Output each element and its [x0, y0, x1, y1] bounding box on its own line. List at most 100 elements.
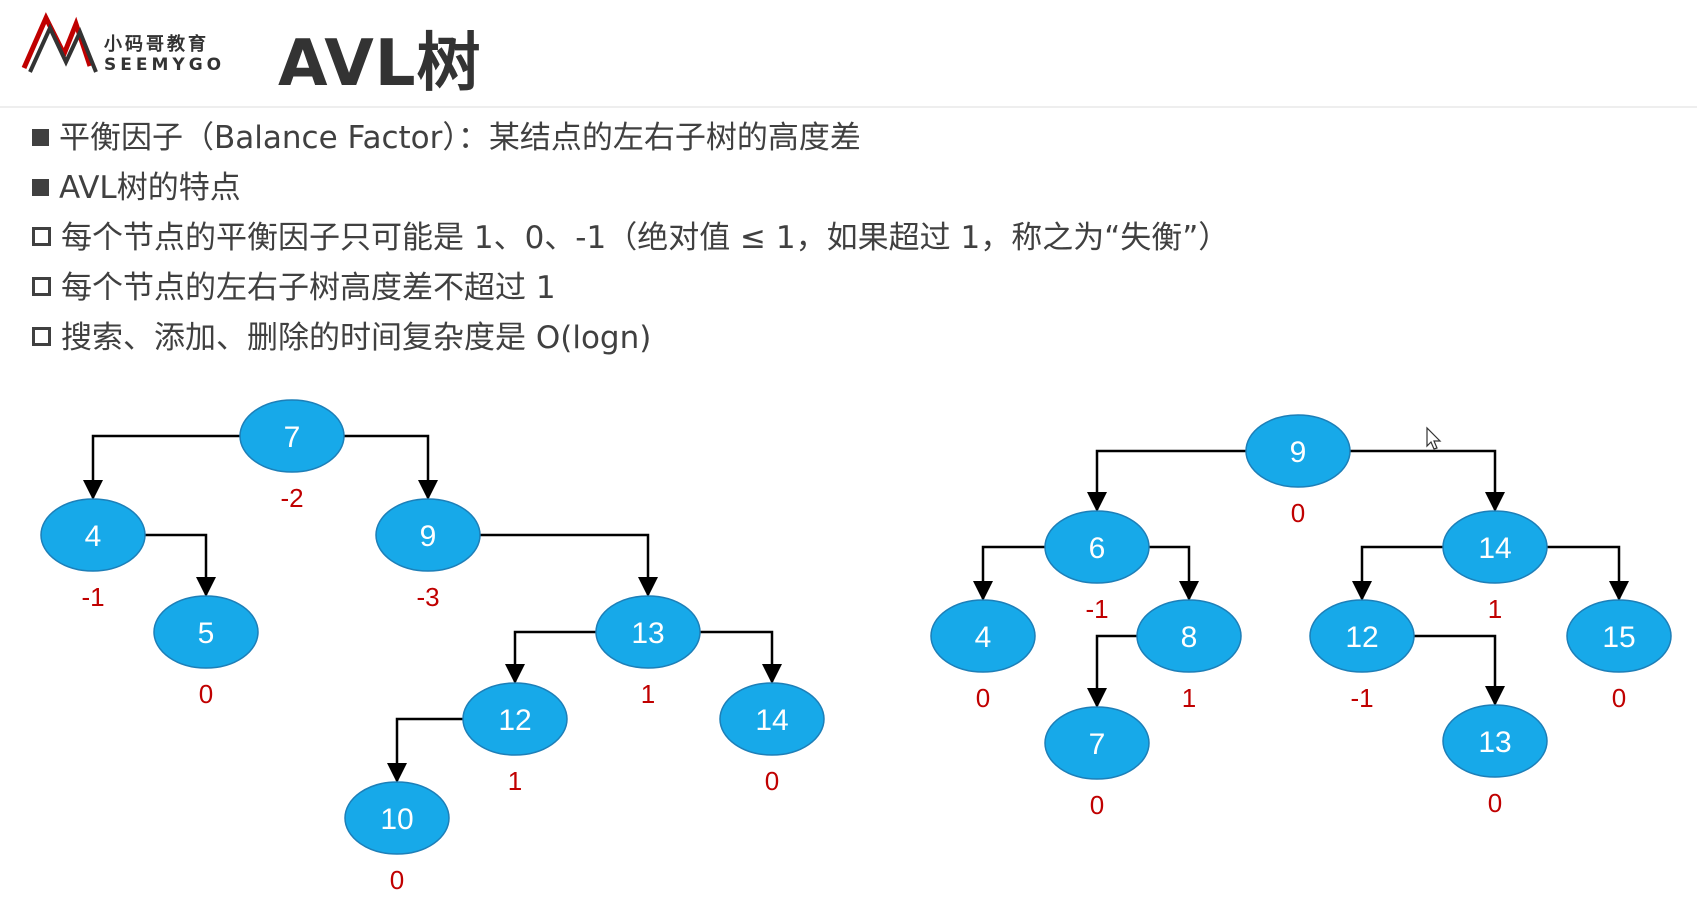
balance-factor-label: 1 [1488, 594, 1502, 624]
tree-edge-arrow [1547, 545, 1629, 601]
hollow-square-bullet-icon [32, 327, 51, 346]
tree-node-t1-13: 13 1 [595, 595, 701, 709]
tree-node-t2-13: 13 0 [1442, 704, 1548, 818]
node-ellipse [1442, 510, 1548, 584]
node-value: 7 [1089, 728, 1106, 761]
hollow-square-bullet-icon [32, 277, 51, 296]
node-value: 12 [1345, 621, 1378, 654]
balance-factor-label: -1 [1085, 594, 1108, 624]
balance-factor-label: 0 [1488, 788, 1502, 818]
tree-edge-arrow [1149, 545, 1199, 601]
node-ellipse [344, 781, 450, 855]
node-ellipse [1309, 599, 1415, 673]
tree-node-t2-4: 40 [930, 599, 1036, 713]
tree-nodes: 7-24-19-350131121140100906-114140817012-… [40, 399, 1672, 895]
node-value: 13 [1478, 726, 1511, 759]
balance-factor-label: 1 [1182, 683, 1196, 713]
bullet-text: 每个节点的左右子树高度差不超过 1 [61, 270, 556, 306]
tree-edge-arrow [480, 533, 658, 597]
tree-node-t1-9: 9 -3 [375, 498, 481, 612]
slide-header: 小码哥教育 SEEMYGO AVL树 [0, 0, 1697, 108]
header-divider [0, 106, 1697, 108]
tree-node-t2-15: 15 0 [1566, 599, 1672, 713]
tree-edge-arrow [973, 545, 1045, 601]
tree-edge-arrow [145, 533, 216, 597]
bullet-text: AVL树的特点 [59, 170, 241, 206]
tree-node-t1-14: 14 0 [719, 682, 825, 796]
logo-m-mark-front [28, 23, 98, 73]
tree-node-t2-8: 81 [1136, 599, 1242, 713]
node-ellipse [1245, 414, 1351, 488]
tree-node-t2-14: 14 1 [1442, 510, 1548, 624]
tree-edge-arrow [505, 630, 596, 684]
node-value: 4 [975, 621, 992, 654]
bullet-bf-range: 每个节点的平衡因子只可能是 1、0、-1（绝对值 ≤ 1，如果超过 1，称之为“… [32, 212, 1229, 257]
node-ellipse [239, 399, 345, 473]
node-value: 5 [198, 617, 215, 650]
tree-node-t1-12: 12 1 [462, 682, 568, 796]
balance-factor-label: -3 [416, 582, 439, 612]
bullet-text: 搜索、添加、删除的时间复杂度是 O(logn) [61, 320, 652, 356]
tree-edge-arrow [1352, 545, 1443, 601]
tree-edge-arrow [387, 717, 463, 783]
mouse-pointer-icon [1426, 426, 1442, 450]
bullet-height-diff: 每个节点的左右子树高度差不超过 1 [32, 262, 556, 307]
node-value: 9 [420, 520, 437, 553]
node-value: 13 [631, 617, 664, 650]
bullet-text: 每个节点的平衡因子只可能是 1、0、-1（绝对值 ≤ 1，如果超过 1，称之为“… [61, 220, 1230, 256]
hollow-square-bullet-icon [32, 227, 51, 246]
tree-node-t2-9: 90 [1245, 414, 1351, 528]
tree-node-t1-5: 50 [153, 595, 259, 709]
balance-factor-label: 0 [1612, 683, 1626, 713]
tree-node-t1-4: 4-1 [40, 498, 146, 612]
filled-square-bullet-icon [32, 179, 49, 196]
bullet-complexity: 搜索、添加、删除的时间复杂度是 O(logn) [32, 312, 651, 357]
balance-factor-label: 1 [641, 679, 655, 709]
tree-edge-arrow [1087, 634, 1137, 708]
tree-edges [83, 434, 1629, 783]
node-ellipse [1442, 704, 1548, 778]
balance-factor-label: 0 [976, 683, 990, 713]
node-ellipse [462, 682, 568, 756]
balance-factor-label: -1 [81, 582, 104, 612]
logo-english-text: SEEMYGO [104, 55, 225, 75]
bullet-avl-features: AVL树的特点 [32, 162, 241, 207]
node-ellipse [595, 595, 701, 669]
node-value: 12 [498, 704, 531, 737]
node-ellipse [40, 498, 146, 572]
tree-edge-arrow [1414, 634, 1505, 706]
balance-factor-label: 1 [508, 766, 522, 796]
tree-edge-arrow [83, 434, 240, 500]
node-value: 14 [1478, 532, 1511, 565]
node-value: 15 [1602, 621, 1635, 654]
tree-edge-arrow [1087, 449, 1246, 512]
node-ellipse [153, 595, 259, 669]
tree-edge-arrow [1350, 449, 1505, 512]
node-ellipse [1136, 599, 1242, 673]
node-ellipse [1044, 510, 1150, 584]
filled-square-bullet-icon [32, 129, 49, 146]
node-value: 9 [1290, 436, 1307, 469]
node-value: 8 [1181, 621, 1198, 654]
node-value: 7 [284, 421, 301, 454]
logo-chinese-text: 小码哥教育 [104, 33, 209, 55]
balance-factor-label: 0 [765, 766, 779, 796]
balance-factor-label: -2 [280, 483, 303, 513]
tree-node-t1-10: 100 [344, 781, 450, 895]
node-value: 6 [1089, 532, 1106, 565]
tree-node-t2-12: 12-1 [1309, 599, 1415, 713]
tree-node-t1-7: 7 -2 [239, 399, 345, 513]
balance-factor-label: 0 [1291, 498, 1305, 528]
node-value: 10 [380, 803, 413, 836]
node-value: 14 [755, 704, 788, 737]
balance-factor-label: 0 [1090, 790, 1104, 820]
page-title: AVL树 [278, 27, 482, 101]
seemygo-logo: 小码哥教育 SEEMYGO [21, 12, 225, 75]
node-ellipse [1566, 599, 1672, 673]
node-ellipse [375, 498, 481, 572]
bullet-text: 平衡因子（Balance Factor）：某结点的左右子树的高度差 [59, 120, 861, 156]
node-ellipse [719, 682, 825, 756]
tree-node-t2-6: 6 -1 [1044, 510, 1150, 624]
tree-edge-arrow [700, 630, 782, 684]
